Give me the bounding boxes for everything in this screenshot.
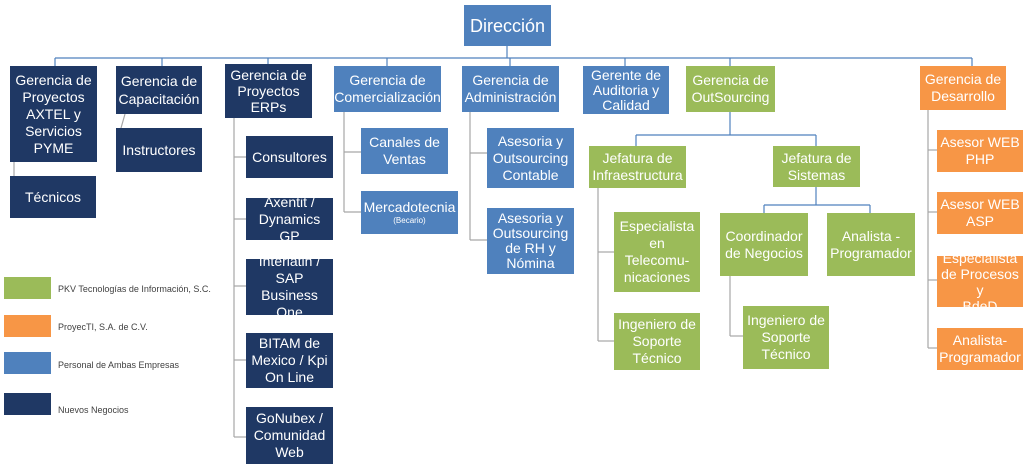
legend-label-pkv: PKV Tecnologías de Información, S.C. bbox=[58, 284, 211, 294]
tecnicos-node: Técnicos bbox=[10, 176, 96, 218]
asesoria-contable-node: Asesoria y Outsourcing Contable bbox=[487, 128, 574, 188]
axentit-node: Axentit / Dynamics GP bbox=[246, 194, 333, 244]
analista-programador-1-node: Analista - Programador bbox=[827, 213, 915, 276]
gerencia-proyectos-node: Gerencia de Proyectos AXTEL y Servicios … bbox=[10, 66, 97, 162]
gerencia-erps-node: Gerencia de Proyectos ERPs bbox=[225, 64, 312, 118]
gerencia-administracion-node: Gerencia de Administración bbox=[462, 66, 559, 112]
legend-label-proyecti: ProyecTI, S.A. de C.V. bbox=[58, 322, 148, 332]
legend-swatch-nuevos bbox=[4, 393, 51, 415]
especialista-telecom-node: Especialista en Telecomu- nicaciones bbox=[614, 212, 700, 292]
becario-label: (Becario) bbox=[393, 216, 426, 225]
ingeniero-soporte-1-node: Ingeniero de Soporte Técnico bbox=[614, 313, 700, 370]
gerencia-outsourcing-node: Gerencia de OutSourcing bbox=[686, 66, 775, 112]
interlatin-node: Interlatin / SAP Business One bbox=[246, 253, 333, 320]
asesor-web-asp-node: Asesor WEB ASP bbox=[937, 192, 1023, 234]
canales-ventas-node: Canales de Ventas bbox=[361, 128, 448, 174]
especialista-procesos-node: Especialista de Procesos y BdeD bbox=[937, 250, 1023, 314]
gerente-auditoria-node: Gerente de Auditoria y Calidad bbox=[583, 66, 669, 114]
mercadotecnia-node: Mercadotecnia (Becario) bbox=[361, 191, 458, 234]
gonubex-node: GoNubex / Comunidad Web bbox=[246, 407, 333, 464]
jefatura-infraestructura-node: Jefatura de Infraestructura bbox=[589, 146, 686, 188]
legend-swatch-proyecti bbox=[4, 315, 51, 337]
instructores-node: Instructores bbox=[116, 128, 202, 172]
asesoria-rh-node: Asesoria y Outsourcing de RH y Nómina bbox=[487, 208, 574, 274]
analista-programador-2-node: Analista- Programador bbox=[937, 328, 1023, 370]
ingeniero-soporte-2-node: Ingeniero de Soporte Técnico bbox=[743, 306, 829, 369]
asesor-web-php-node: Asesor WEB PHP bbox=[937, 130, 1023, 172]
mercadotecnia-label: Mercadotecnia bbox=[363, 199, 456, 215]
coordinador-negocios-node: Coordinador de Negocios bbox=[720, 213, 808, 276]
gerencia-capacitacion-node: Gerencia de Capacitación bbox=[116, 66, 202, 114]
direccion-node: Dirección bbox=[464, 5, 551, 46]
jefatura-sistemas-node: Jefatura de Sistemas bbox=[773, 146, 860, 187]
legend-label-ambas: Personal de Ambas Empresas bbox=[58, 360, 180, 370]
gerencia-comercializacion-node: Gerencia de Comercialización bbox=[334, 66, 441, 112]
bitam-node: BITAM de Mexico / Kpi On Line bbox=[246, 333, 333, 388]
gerencia-desarrollo-node: Gerencia de Desarrollo bbox=[920, 66, 1006, 110]
legend-swatch-pkv bbox=[4, 277, 51, 299]
legend-swatch-ambas bbox=[4, 352, 51, 374]
consultores-node: Consultores bbox=[246, 136, 333, 178]
legend-label-nuevos: Nuevos Negocios bbox=[58, 405, 129, 415]
